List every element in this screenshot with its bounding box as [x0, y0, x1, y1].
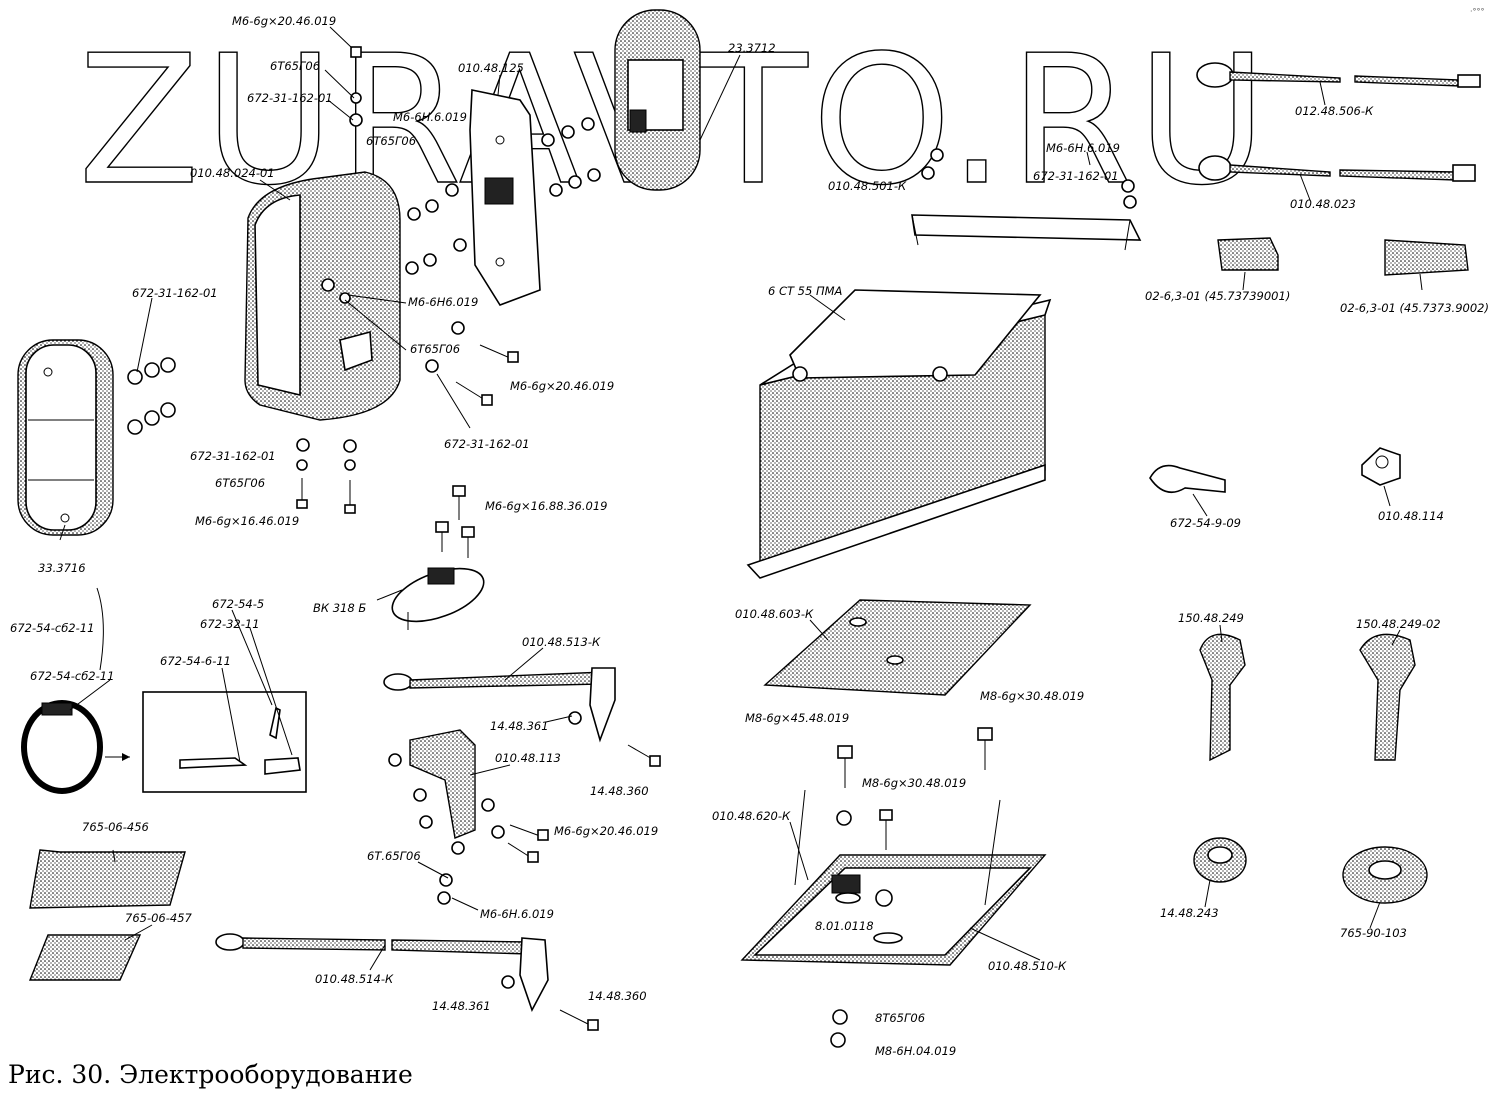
label: M8-6H.04.019 [875, 1044, 956, 1058]
label: 010.48.501-К [828, 179, 907, 193]
label: 010.48.603-К [735, 607, 814, 621]
label: 14.48.361 [490, 719, 549, 733]
label: M6-6g×20.46.019 [510, 379, 614, 393]
battery-tray [740, 727, 1047, 1048]
figure-caption: Рис. 30. Электрооборудование [8, 1060, 413, 1089]
label: 010.48.023 [1290, 197, 1356, 211]
label: M6-6g×20.46.019 [232, 14, 336, 28]
lamp-23-3712 [614, 9, 701, 191]
label: 765-90-103 [1340, 926, 1407, 940]
label: 672-31-162-01 [247, 91, 333, 105]
bracket-010-48-125 [469, 89, 541, 306]
label: 150.48.249-02 [1356, 617, 1441, 631]
label: 14.48.360 [588, 989, 647, 1003]
label: M6-6g×16.46.019 [195, 514, 299, 528]
label: 672-31-162-01 [1033, 169, 1119, 183]
label: 33.3716 [38, 561, 86, 575]
battery-cables [215, 667, 661, 1031]
label: 672-31-162-01 [190, 449, 276, 463]
label: M8-6g×45.48.019 [745, 711, 849, 725]
label: M6-6H.6.019 [1046, 141, 1120, 155]
label: M8-6g×30.48.019 [862, 776, 966, 790]
label: 02-6,3-01 (45.7373.9002) [1340, 301, 1489, 315]
label: 010.48.113 [495, 751, 561, 765]
label: 010.48.024-01 [190, 166, 275, 180]
label: 010.48.114 [1378, 509, 1444, 523]
leader-lines [59, 26, 1423, 971]
label: 672-54-сб2-11 [30, 669, 114, 683]
label: 6Т65Г06 [215, 476, 265, 490]
battery-plate [763, 599, 1032, 696]
label: 672-54-9-09 [1170, 516, 1241, 530]
cables-top-right [1196, 62, 1481, 182]
label: 150.48.249 [1178, 611, 1244, 625]
lamp-housing [244, 171, 401, 421]
label: 6Т.65Г06 [367, 849, 421, 863]
label: 6Т65Г06 [270, 59, 320, 73]
switch-vk318b [391, 485, 485, 630]
bolts-group-a [296, 46, 519, 514]
label: M8-6g×30.48.019 [980, 689, 1084, 703]
label: ВК 318 Б [313, 601, 366, 615]
label: 010.48.510-К [988, 959, 1067, 973]
label: 672-54-сб2-11 [10, 621, 94, 635]
label: 14.48.361 [432, 999, 491, 1013]
small-parts-right [1149, 447, 1428, 904]
label: 6 СТ 55 ПМА [768, 284, 843, 298]
label: 765-06-456 [82, 820, 149, 834]
corner-mark: ·°°° [1470, 7, 1485, 16]
label: M6-6H6.019 [408, 295, 478, 309]
hose-clamp [21, 587, 307, 794]
label: 672-54-5 [212, 597, 264, 611]
label: 672-31-162-01 [132, 286, 218, 300]
rear-lamp-33-3716 [17, 339, 114, 536]
battery-hold-down-bar [911, 148, 1142, 251]
label: 14.48.243 [1160, 906, 1219, 920]
label: 23.3712 [728, 41, 776, 55]
label: 672-54-6-11 [160, 654, 231, 668]
label: M6-6H.6.019 [393, 110, 467, 124]
label: 012.48.506-К [1295, 104, 1374, 118]
label: 672-31-162-01 [444, 437, 530, 451]
label: 6Т65Г06 [410, 342, 460, 356]
label: M6-6H.6.019 [480, 907, 554, 921]
label: 672-32-11 [200, 617, 260, 631]
label: 8.01.0118 [815, 919, 874, 933]
label: 14.48.360 [590, 784, 649, 798]
part-labels: M6-6g×20.46.019 6Т65Г06 672-31-162-01 01… [10, 14, 1489, 1058]
terminal-covers [1217, 237, 1469, 276]
label: 010.48.620-К [712, 809, 791, 823]
label: 02-6,3-01 (45.73739001) [1145, 289, 1290, 303]
label: 765-06-457 [125, 911, 193, 925]
label: 010.48.125 [458, 61, 524, 75]
label: M6-6g×16.88.36.019 [485, 499, 607, 513]
bracket-010-48-113 [388, 729, 549, 905]
rubber-mats [28, 849, 186, 981]
washers-left [127, 357, 176, 435]
label: 8Т65Г06 [875, 1011, 925, 1025]
label: 010.48.513-К [522, 635, 601, 649]
label: M6-6g×20.46.019 [554, 824, 658, 838]
battery-6st55 [746, 289, 1052, 579]
washers-bracket [405, 117, 601, 275]
label: 010.48.514-К [315, 972, 394, 986]
label: 6Т65Г06 [366, 134, 416, 148]
